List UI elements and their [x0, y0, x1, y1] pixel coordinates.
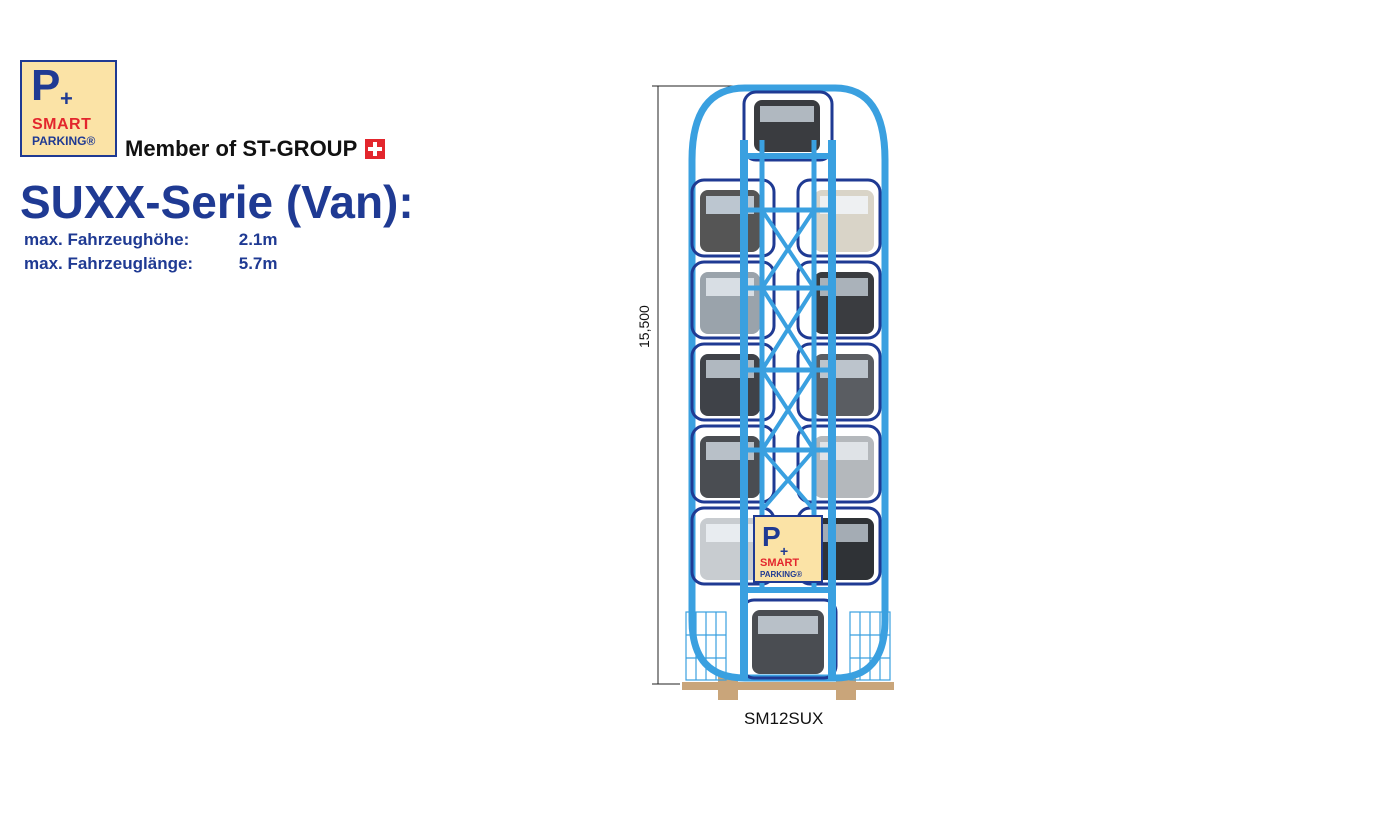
pallet-right-2 [796, 260, 882, 340]
page-title: SUXX-Serie (Van): [20, 176, 414, 228]
logo-letter: P [31, 61, 61, 110]
svg-text:SMART: SMART [760, 557, 799, 569]
logo-plus: + [60, 86, 73, 111]
central-frame [740, 140, 836, 680]
spec-value: 5.7m [238, 254, 278, 273]
pallet-bottom [740, 598, 838, 680]
dimension-line [652, 85, 745, 685]
spec-label: max. Fahrzeughöhe: [24, 230, 190, 249]
safety-fence [685, 611, 891, 681]
model-label: SM12SUX [744, 709, 824, 728]
pallet-right-3 [796, 342, 882, 422]
spec-label: max. Fahrzeuglänge: [24, 254, 194, 273]
member-line: Member of ST-GROUP [125, 136, 386, 162]
member-text: Member of ST-GROUP [125, 136, 358, 161]
smart-parking-logo: P + SMART PARKING® [20, 60, 117, 157]
pallet-right-4 [796, 424, 882, 504]
svg-text:P: P [762, 521, 781, 552]
logo-line1: SMART [32, 116, 92, 133]
spec-value: 2.1m [238, 230, 278, 249]
logo-line2: PARKING® [32, 134, 96, 148]
swiss-flag-icon [365, 139, 386, 159]
spec-row-height: max. Fahrzeughöhe: 2.1m [24, 230, 277, 250]
base-footing [836, 676, 856, 700]
pallet-top [742, 90, 834, 162]
tower-logo-sign: P + SMART PARKING® [753, 515, 823, 583]
svg-text:+: + [780, 543, 788, 559]
base-footing [718, 676, 738, 700]
svg-text:PARKING®: PARKING® [760, 570, 802, 579]
spec-row-length: max. Fahrzeuglänge: 5.7m [24, 254, 277, 274]
base-platform [682, 682, 894, 690]
parking-tower-diagram: P + SMART PARKING® [652, 84, 894, 700]
